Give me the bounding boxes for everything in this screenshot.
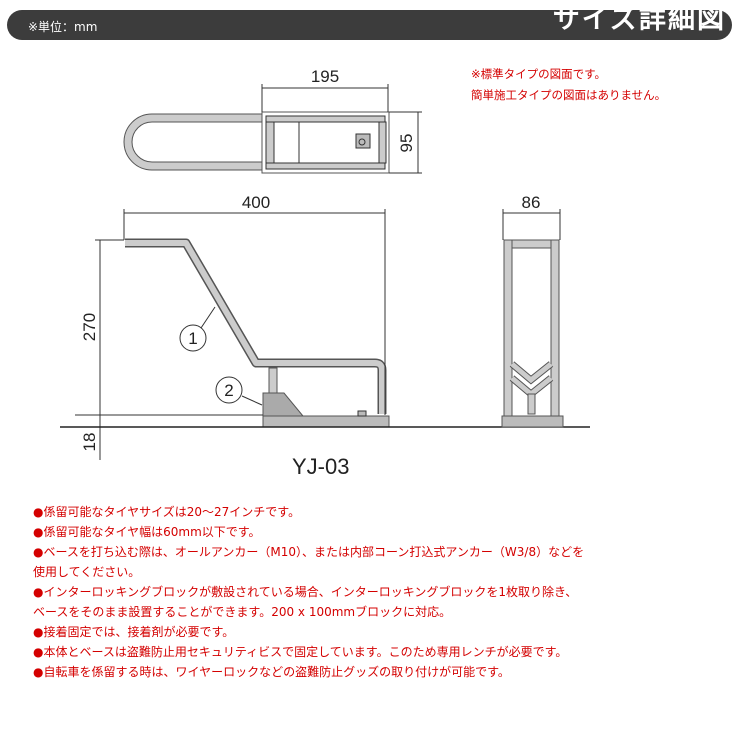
note-item: 使用してください。 bbox=[33, 565, 141, 579]
callout-1: 1 bbox=[188, 329, 197, 348]
note-line: ※標準タイプの図面です。 bbox=[471, 67, 606, 81]
note-item: ●接着固定では、接着剤が必要です。 bbox=[33, 625, 235, 639]
note-item: ●係留可能なタイヤ幅は60mm以下です。 bbox=[33, 525, 261, 539]
dim-195: 195 bbox=[311, 67, 339, 86]
note-item: ●本体とベースは盗難防止用セキュリティビスで固定しています。このため専用レンチが… bbox=[33, 645, 568, 659]
note-item: ●インターロッキングブロックが敷設されている場合、インターロッキングブロックを1… bbox=[33, 585, 578, 599]
callout-2: 2 bbox=[224, 381, 233, 400]
spec-notes: ●係留可能なタイヤサイズは20～27インチです。 ●係留可能なタイヤ幅は60mm… bbox=[33, 502, 584, 682]
drawing-note: ※標準タイプの図面です。 簡単施工タイプの図面はありません。 bbox=[471, 64, 666, 106]
model-name: YJ-03 bbox=[292, 454, 350, 479]
unit-label: ※単位：mm bbox=[28, 20, 98, 34]
page-title: サイズ詳細図 bbox=[552, 4, 726, 35]
header-bar bbox=[7, 10, 732, 40]
note-line: 簡単施工タイプの図面はありません。 bbox=[471, 88, 667, 102]
dim-400: 400 bbox=[242, 193, 270, 212]
note-item: ●係留可能なタイヤサイズは20～27インチです。 bbox=[33, 505, 301, 519]
dim-270: 270 bbox=[80, 313, 99, 341]
dim-95: 95 bbox=[397, 134, 416, 153]
dim-86: 86 bbox=[522, 193, 541, 212]
dim-18: 18 bbox=[80, 433, 99, 452]
note-item: ●ベースを打ち込む際は、オールアンカー（M10）、または内部コーン打込式アンカー… bbox=[33, 545, 585, 559]
top-view bbox=[123, 111, 390, 174]
note-item: ベースをそのまま設置することができます。200 x 100mmブロックに対応。 bbox=[33, 605, 452, 619]
front-view bbox=[501, 239, 564, 428]
note-item: ●自転車を係留する時は、ワイヤーロックなどの盗難防止グッズの取り付けが可能です。 bbox=[33, 665, 510, 679]
side-view bbox=[125, 238, 390, 428]
